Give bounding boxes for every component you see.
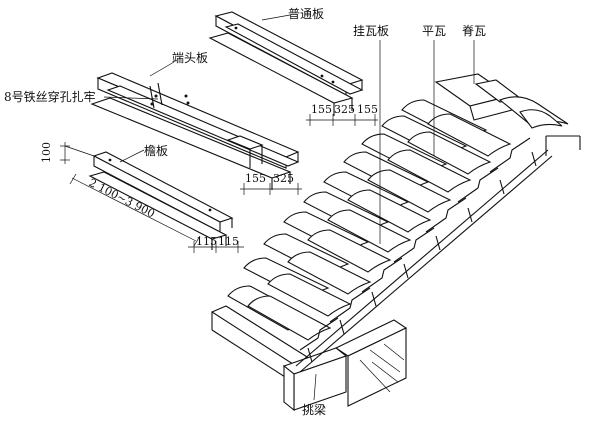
eave-board-length-dimension: [69, 173, 201, 247]
flat-tile-label: 平瓦: [422, 24, 446, 38]
eave-board-dim-100: 100: [40, 142, 53, 163]
ordinary-board-dim-155-right: 155: [357, 103, 378, 116]
ordinary-board-dim-325: 325: [334, 103, 355, 116]
tie-wire-label: 8号铁丝穿孔扎牢: [4, 89, 96, 104]
tie-wire-leader: [103, 96, 159, 100]
eave-board-height-dimension: [60, 142, 95, 164]
ordinary-board-drawing: [208, 11, 364, 116]
end-board-label: 端头板: [172, 51, 208, 65]
cantilever-beam-leader: [313, 373, 317, 401]
ordinary-board-dimension-line: [306, 114, 378, 126]
eave-board-dim-115-right: 115: [218, 235, 239, 248]
end-board-dim-155: 155: [245, 172, 266, 185]
ordinary-board-label: 普通板: [288, 7, 324, 21]
roof-assembly-drawing: [210, 73, 581, 412]
ordinary-board-leader: [261, 14, 291, 21]
end-board-dimension-line: [240, 183, 302, 195]
end-board-drawing: [90, 72, 300, 190]
end-board-dim-325: 325: [273, 172, 294, 185]
eave-board-drawing: [88, 151, 234, 250]
eave-board-dim-115-left: 115: [196, 235, 217, 248]
eave-board-leader: [119, 149, 145, 163]
end-board-leader: [149, 61, 175, 77]
ridge-tile-label: 脊瓦: [462, 24, 486, 38]
cantilever-beam-label: 挑梁: [302, 402, 326, 417]
tile-batten-board-label: 挂瓦板: [353, 24, 389, 38]
ordinary-board-dim-155-left: 155: [311, 103, 332, 116]
eave-board-width-dimension: [188, 241, 244, 253]
eave-board-label: 檐板: [144, 144, 168, 158]
